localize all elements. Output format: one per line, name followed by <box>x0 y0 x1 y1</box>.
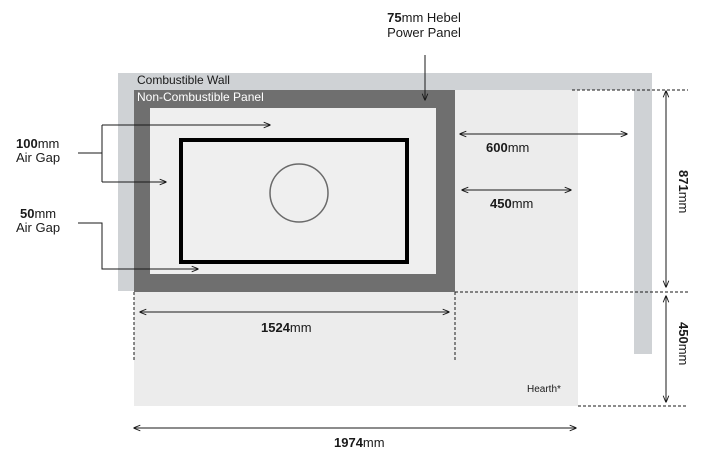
dim-1974-label: 1974mm <box>334 435 385 450</box>
gap100-label-line2: Air Gap <box>16 150 60 165</box>
combustible-wall-label: Combustible Wall <box>137 73 230 87</box>
dim-450v-label: 450mm <box>676 322 691 365</box>
air-gap-area <box>150 108 436 274</box>
hebel-label-line2: Power Panel <box>387 25 461 40</box>
dimension-arrows <box>134 91 666 428</box>
hebel-label-line1: 75mm Hebel <box>387 10 461 25</box>
dim-1524-label: 1524mm <box>261 320 312 335</box>
combustible-wall-top <box>118 73 652 90</box>
dim-600-label: 600mm <box>486 140 529 155</box>
fireplace-outline <box>179 138 409 264</box>
combustible-wall-right <box>634 90 652 354</box>
dashed-guides <box>133 89 688 407</box>
non-combustible-panel-label: Non-Combustible Panel <box>137 90 264 104</box>
leaders <box>78 55 425 269</box>
dim-450h-label: 450mm <box>490 196 533 211</box>
gap50-label-line2: Air Gap <box>16 220 60 235</box>
hearth-label: Hearth* <box>527 384 561 395</box>
dim-871-label: 871mm <box>676 170 691 213</box>
gap50-leader <box>78 222 198 269</box>
gap50-label-line1: 50mm <box>20 206 56 221</box>
flue-circle <box>269 163 329 223</box>
gap100-label-line1: 100mm <box>16 136 59 151</box>
